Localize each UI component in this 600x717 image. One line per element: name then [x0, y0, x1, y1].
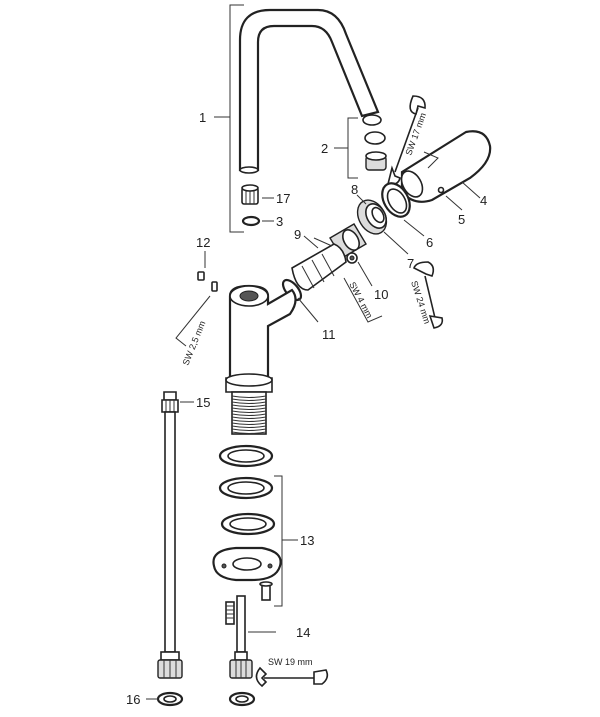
callout-15: 15 [196, 395, 210, 410]
callout-9: 9 [294, 227, 301, 242]
callout-2: 2 [321, 141, 328, 156]
shank-thread-line [231, 428, 267, 431]
spout-part-1 [238, 8, 380, 174]
part-12-grub-screw [197, 271, 218, 292]
wrench-sw24-label: SW 24 mm [409, 280, 432, 325]
part-4-spout-head [400, 130, 492, 203]
shank-thread-line [231, 407, 267, 410]
callout-8: 8 [351, 182, 358, 197]
callout-1: 1 [199, 110, 206, 125]
callout-6: 6 [426, 235, 433, 250]
shank-thread-line [231, 410, 267, 413]
threaded-shank [231, 391, 267, 435]
shank-thread-line [231, 425, 267, 428]
callout-4: 4 [480, 193, 487, 208]
wrench-sw17-icon [387, 95, 426, 186]
shank-thread-line [231, 413, 267, 416]
part-8-nut [356, 199, 388, 235]
callout-3: 3 [276, 214, 283, 229]
callout-5: 5 [458, 212, 465, 227]
part-16-washer [156, 691, 184, 707]
shank-thread-line [231, 422, 267, 425]
wrench-sw4-icon [343, 277, 383, 323]
part-14-washer [228, 691, 256, 707]
callout-14: 14 [296, 625, 310, 640]
callout-1-bracket [229, 4, 244, 233]
part-3-oring [241, 215, 261, 227]
wrench-sw24-icon [413, 261, 444, 329]
wrench-sw19-label: SW 19 mm [268, 657, 313, 667]
callout-12: 12 [196, 235, 210, 250]
part-6-ring [381, 182, 411, 218]
callout-7: 7 [407, 256, 414, 271]
part-13-mounting-set [212, 444, 282, 601]
callout-11: 11 [322, 327, 336, 342]
shank-thread-line [231, 416, 267, 419]
callout-17: 17 [276, 191, 290, 206]
part-17-nut [241, 184, 259, 205]
shank-thread-line [231, 398, 267, 401]
wrench-sw25-icon [175, 295, 211, 347]
wrench-sw17-label: SW 17 mm [403, 111, 428, 156]
callout-10: 10 [374, 287, 388, 302]
shank-thread-line [231, 395, 267, 398]
part-15-hose [157, 391, 183, 679]
wrench-sw19-icon [255, 666, 329, 688]
shank-thread-line [231, 431, 267, 434]
part-14-rod [225, 595, 253, 679]
mixer-body [225, 284, 297, 393]
part-2-aerator-set [362, 114, 387, 171]
shank-thread-line [231, 401, 267, 404]
wrench-sw25-label: SW 2,5 mm [181, 319, 208, 366]
wrench-sw4-label: SW 4 mm [347, 280, 374, 320]
part-10-screw [346, 252, 358, 264]
part-9-cartridge [291, 223, 367, 291]
callout-13: 13 [300, 533, 314, 548]
shank-thread-line [231, 404, 267, 407]
shank-thread-line [231, 419, 267, 422]
callout-16: 16 [126, 692, 140, 707]
